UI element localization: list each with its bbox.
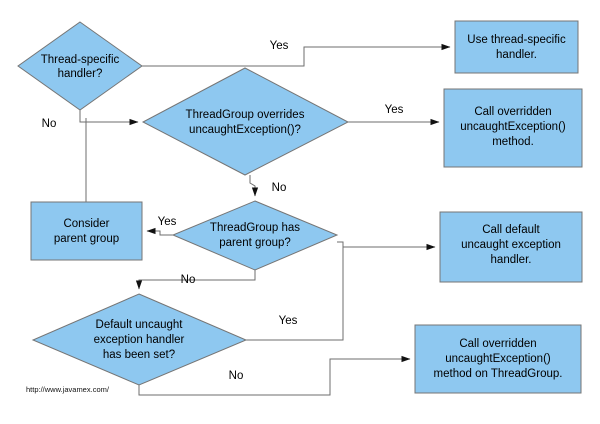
node-label-line-2: parent group (54, 233, 119, 245)
node-call-overridden-on-threadgroup: Call overridden uncaughtException() meth… (414, 324, 582, 394)
node-call-overridden-method: Call overridden uncaughtException() meth… (443, 88, 583, 168)
node-label-line-2: uncaught exception (461, 239, 561, 251)
edge-label-parent-yes: Yes (158, 216, 177, 228)
process-shape (454, 20, 579, 74)
node-label-line-2: uncaughtException()? (189, 124, 301, 136)
edge-label-parent-no: No (181, 274, 196, 286)
node-label-line-3: method. (492, 136, 534, 148)
node-label-line-2: exception handler (94, 334, 185, 346)
node-label-line-1: Use thread-specific (467, 34, 566, 46)
edge-thread-specific-no (79, 110, 139, 126)
decision-shape (31, 293, 248, 386)
edge-label-thread-specific-yes: Yes (270, 40, 289, 52)
node-threadgroup-has-parent: ThreadGroup has parent group? (171, 200, 339, 271)
node-label-line-1: Consider (63, 218, 109, 230)
edge-label-overrides-no: No (272, 182, 287, 194)
edge-parent-no (135, 270, 256, 290)
node-label-line-1: ThreadGroup overrides (186, 109, 305, 121)
node-label-line-2: parent group? (219, 237, 291, 249)
process-shape (439, 211, 583, 283)
edge-to-default-handler (337, 241, 436, 251)
node-label-line-2: handler? (58, 68, 103, 80)
process-shape (414, 324, 582, 394)
node-label-line-1: Call default (482, 224, 540, 236)
edge-label-overrides-yes: Yes (385, 104, 404, 116)
node-use-thread-specific-handler: Use thread-specific handler. (454, 20, 579, 74)
decision-shape (171, 200, 339, 271)
edge-default-set-no (138, 355, 411, 396)
decision-shape (141, 67, 350, 176)
process-shape (443, 88, 583, 168)
edge-label-default-set-no: No (229, 370, 244, 382)
edge-overrides-no (249, 175, 259, 197)
edge-parent-yes (146, 227, 173, 236)
edge-label-thread-specific-no: No (42, 118, 57, 130)
process-shape (30, 201, 143, 261)
node-label-line-2: handler. (496, 49, 537, 61)
node-label-line-1: Call overridden (459, 338, 536, 350)
node-thread-specific-handler: Thread-specific handler? (17, 21, 143, 111)
node-label-line-3: method on ThreadGroup. (434, 368, 563, 380)
edge-default-set-yes (246, 247, 344, 341)
node-consider-parent-group: Consider parent group (30, 201, 143, 261)
node-threadgroup-overrides: ThreadGroup overrides uncaughtException(… (141, 67, 350, 176)
node-label-line-3: handler. (491, 254, 532, 266)
edge-label-default-set-yes: Yes (279, 315, 298, 327)
node-call-default-handler: Call default uncaught exception handler. (439, 211, 583, 283)
node-label-line-1: Default uncaught (96, 319, 184, 331)
decision-shape (17, 21, 143, 111)
node-label-line-2: uncaughtException() (445, 353, 551, 365)
watermark-url: http://www.javamex.com/ (26, 385, 110, 394)
node-label-line-1: Call overridden (474, 106, 551, 118)
node-label-line-1: ThreadGroup has (210, 222, 300, 234)
node-label-line-3: has been set? (103, 349, 175, 361)
node-default-handler-set: Default uncaught exception handler has b… (31, 293, 248, 386)
edge-thread-specific-yes (142, 43, 451, 67)
node-label-line-2: uncaughtException() (460, 121, 566, 133)
node-label-line-1: Thread-specific (41, 54, 120, 66)
